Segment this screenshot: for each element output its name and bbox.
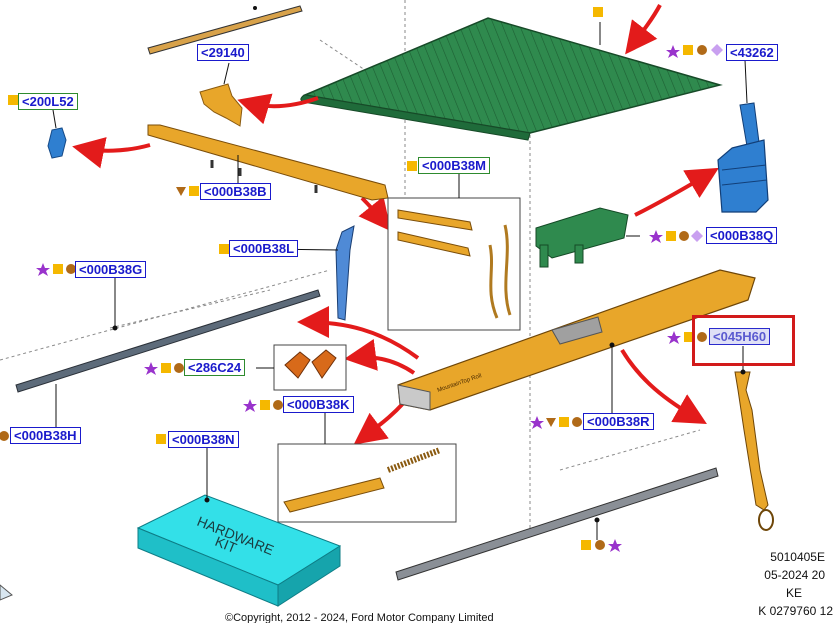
square-icon (161, 363, 171, 373)
highlight-box-045H60 (692, 315, 795, 366)
circle-icon (595, 540, 605, 550)
hardware-kit-box: HARDWARE KIT (136, 494, 342, 607)
circle-icon (66, 264, 76, 274)
diagram-region: KE (785, 586, 802, 600)
square-icon (593, 7, 603, 17)
circle-icon (0, 431, 9, 441)
part-200L52 (47, 127, 67, 159)
part-43262-lock (717, 102, 769, 213)
star-icon (608, 539, 622, 552)
callout-286C24[interactable]: <286C24 (184, 359, 246, 376)
copyright-text: ©Copyright, 2012 - 2024, Ford Motor Comp… (225, 612, 494, 623)
part-000B38M-box (387, 197, 521, 331)
attribute-symbols (0, 7, 723, 552)
circle-icon (572, 417, 582, 427)
star-icon (666, 45, 680, 58)
star-icon (667, 331, 681, 344)
diagram-reference: K 0279760 12 (758, 604, 833, 618)
star-icon (649, 230, 663, 243)
part-000B38Q-bracket (535, 207, 629, 268)
circle-icon (273, 400, 283, 410)
edge-fragment (0, 584, 13, 601)
circle-icon (679, 231, 689, 241)
callout-000B38N[interactable]: <000B38N (168, 431, 239, 448)
upper-rail (147, 5, 303, 55)
square-icon (581, 540, 591, 550)
callout-000B38R[interactable]: <000B38R (583, 413, 654, 430)
side-rails (15, 289, 719, 581)
part-000B38L-strip (335, 225, 355, 321)
diagram-code: 5010405E (770, 550, 825, 564)
callout-045H60[interactable]: <045H60 (709, 328, 771, 345)
circle-icon (174, 363, 184, 373)
circle-icon (697, 45, 707, 55)
callout-000B38L[interactable]: <000B38L (229, 240, 299, 257)
square-icon (189, 186, 199, 196)
diamond-icon (711, 44, 723, 56)
square-icon (407, 161, 417, 171)
star-icon (530, 416, 544, 429)
red-arrows (72, 4, 719, 445)
square-icon (53, 264, 63, 274)
star-icon (243, 399, 257, 412)
callout-29140[interactable]: <29140 (197, 44, 249, 61)
star-icon (36, 263, 50, 276)
triangle-icon (176, 187, 186, 196)
diamond-icon (691, 230, 703, 242)
roll-canister: MountainTop Roll (397, 269, 756, 411)
square-icon (559, 417, 569, 427)
part-286C24-box (273, 344, 347, 391)
part-000B38K-box (277, 443, 457, 523)
callout-43262[interactable]: <43262 (726, 44, 778, 61)
circle-icon (697, 332, 707, 342)
star-icon (144, 362, 158, 375)
hardware-kit-text-line2: KIT (213, 533, 240, 556)
square-icon (684, 332, 694, 342)
square-icon (8, 95, 18, 105)
part-29140-bracket (199, 83, 243, 127)
triangle-icon (546, 418, 556, 427)
callout-200L52[interactable]: <200L52 (18, 93, 78, 110)
diagram-date: 05-2024 20 (764, 568, 825, 582)
part-045H60-strap (734, 371, 774, 531)
square-icon (260, 400, 270, 410)
callout-000B38K[interactable]: <000B38K (283, 396, 354, 413)
callout-000B38G[interactable]: <000B38G (75, 261, 147, 278)
square-icon (666, 231, 676, 241)
callout-000B38B[interactable]: <000B38B (200, 183, 271, 200)
tonneau-cover (300, 17, 723, 141)
callout-000B38M[interactable]: <000B38M (418, 157, 490, 174)
callout-000B38H[interactable]: <000B38H (10, 427, 81, 444)
square-icon (683, 45, 693, 55)
square-icon (219, 244, 229, 254)
square-icon (156, 434, 166, 444)
callout-000B38Q[interactable]: <000B38Q (706, 227, 778, 244)
